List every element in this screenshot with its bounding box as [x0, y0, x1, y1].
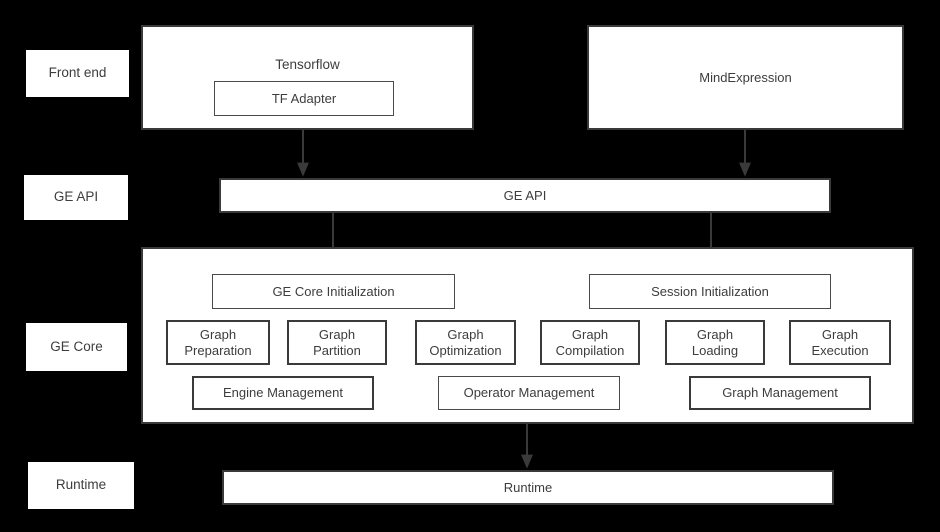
operator-management-label: Operator Management — [463, 385, 595, 401]
layer-label-front-end: Front end — [26, 50, 129, 97]
tf-adapter-box[interactable]: TF Adapter — [214, 81, 394, 116]
graph-loading-label: Graph Loading — [691, 326, 739, 358]
engine-management-label: Engine Management — [223, 385, 343, 401]
graph-management-label: Graph Management — [722, 385, 838, 401]
graph-execution-label: Graph Execution — [811, 326, 869, 358]
mindexpression-container[interactable]: MindExpression — [587, 25, 904, 130]
graph-management-box[interactable]: Graph Management — [689, 376, 871, 410]
ge-api-bar-label: GE API — [503, 187, 547, 203]
graph-optimization-label: Graph Optimization — [429, 326, 502, 358]
runtime-bar-label: Runtime — [503, 479, 553, 495]
session-initialization-box[interactable]: Session Initialization — [589, 274, 831, 309]
tensorflow-title: Tensorflow — [275, 57, 340, 72]
layer-label-ge-api-text: GE API — [53, 189, 99, 205]
graph-compilation-box[interactable]: Graph Compilation — [540, 320, 640, 365]
graph-partition-box[interactable]: Graph Partition — [287, 320, 387, 365]
session-initialization-label: Session Initialization — [651, 283, 769, 299]
runtime-bar[interactable]: Runtime — [222, 470, 834, 505]
tf-adapter-label: TF Adapter — [271, 90, 337, 106]
ge-api-bar[interactable]: GE API — [219, 178, 831, 213]
graph-preparation-label: Graph Preparation — [184, 326, 252, 358]
layer-label-runtime-text: Runtime — [55, 477, 107, 493]
layer-label-ge-api: GE API — [24, 175, 128, 220]
graph-preparation-box[interactable]: Graph Preparation — [166, 320, 270, 365]
ge-core-initialization-label: GE Core Initialization — [272, 283, 395, 299]
mindexpression-title: MindExpression — [699, 69, 792, 85]
ge-core-initialization-box[interactable]: GE Core Initialization — [212, 274, 455, 309]
layer-label-ge-core-text: GE Core — [50, 338, 103, 354]
layer-label-front-end-text: Front end — [48, 65, 107, 81]
graph-partition-label: Graph Partition — [313, 326, 361, 358]
graph-execution-box[interactable]: Graph Execution — [789, 320, 891, 365]
layer-label-ge-core: GE Core — [26, 323, 127, 371]
layer-label-runtime: Runtime — [28, 462, 134, 509]
operator-management-box[interactable]: Operator Management — [438, 376, 620, 410]
graph-optimization-box[interactable]: Graph Optimization — [415, 320, 516, 365]
graph-loading-box[interactable]: Graph Loading — [665, 320, 765, 365]
engine-management-box[interactable]: Engine Management — [192, 376, 374, 410]
graph-compilation-label: Graph Compilation — [555, 326, 625, 358]
